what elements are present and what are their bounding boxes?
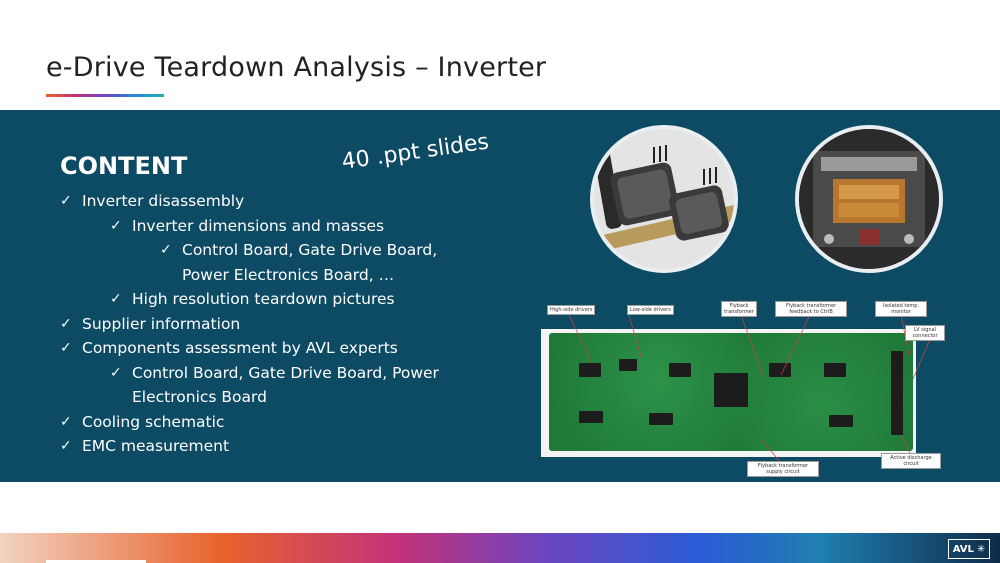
content-bullet-item: Electronics Board	[60, 385, 439, 410]
content-bullet-item: Power Electronics Board, …	[60, 263, 439, 288]
connector-photo	[590, 125, 738, 273]
callout-flyback-feedback: Flyback transformer feedback to CtrlB	[775, 301, 847, 317]
bullet-text: Control Board, Gate Drive Board,	[182, 241, 438, 259]
callout-flyback-supply: Flyback transformer supply circuit	[747, 461, 819, 477]
callout-isolated-temp-monitor: Isolated temp. monitor	[875, 301, 927, 317]
checkmark-icon: ✓	[160, 242, 172, 258]
driver-chip	[769, 363, 791, 377]
bullet-text: Components assessment by AVL experts	[82, 339, 398, 357]
driver-chip	[824, 363, 846, 377]
callout-flyback-transformer: Flyback transformer	[721, 301, 757, 317]
callout-lv-signal-connector: LV signal connector	[905, 325, 945, 341]
logo-text: AVL	[952, 543, 974, 555]
gate-drive-board-photo	[549, 333, 913, 451]
lv-connector	[891, 351, 903, 435]
content-bullet-item: ✓ High resolution teardown pictures	[60, 287, 439, 312]
avl-logo: AVL ✳	[948, 539, 990, 559]
checkmark-icon: ✓	[110, 217, 122, 234]
footer-accent-line	[46, 560, 146, 563]
callout-active-discharge: Active discharge circuit	[881, 453, 941, 469]
content-bullet-item: ✓ EMC measurement	[60, 434, 439, 459]
checkmark-icon: ✓	[110, 291, 122, 307]
driver-chip	[829, 415, 853, 427]
checkmark-icon: ✓	[60, 193, 72, 209]
flyback-transformer-chip	[714, 373, 748, 407]
inverter-housing-photo	[795, 125, 943, 273]
title-accent-bar	[46, 94, 164, 97]
bullet-text: EMC measurement	[82, 437, 230, 455]
gate-drive-board-figure: High-side drivers Low-side drivers Flyba…	[541, 299, 945, 481]
bullet-text: Control Board, Gate Drive Board, Power	[132, 363, 439, 382]
content-bullet-item: ✓ Inverter disassembly	[60, 189, 439, 214]
driver-chip	[579, 411, 603, 423]
checkmark-icon: ✓	[110, 364, 122, 381]
checkmark-icon: ✓	[60, 340, 72, 356]
content-bullet-item: ✓ Control Board, Gate Drive Board,	[60, 238, 439, 263]
driver-chip	[649, 413, 673, 425]
slide-title: e-Drive Teardown Analysis – Inverter	[46, 52, 547, 83]
checkmark-icon: ✓	[60, 315, 72, 332]
checkmark-icon: ✓	[60, 413, 72, 430]
connector-illustration	[594, 129, 734, 269]
content-bullet-item: ✓ Components assessment by AVL experts	[60, 336, 439, 361]
bullet-text: Inverter disassembly	[82, 192, 245, 210]
content-heading: CONTENT	[60, 152, 188, 180]
bullet-text: Cooling schematic	[82, 412, 225, 431]
bullet-text: Electronics Board	[132, 388, 267, 406]
callout-high-side-drivers: High-side drivers	[547, 305, 596, 315]
driver-chip	[619, 359, 637, 371]
content-bullet-item: ✓ Inverter dimensions and masses	[60, 214, 439, 239]
inverter-housing-illustration	[799, 129, 939, 269]
bullet-text: Power Electronics Board, …	[182, 265, 395, 284]
callout-low-side-drivers: Low-side drivers	[627, 305, 674, 315]
checkmark-icon: ✓	[60, 438, 72, 454]
bullet-text: Inverter dimensions and masses	[132, 216, 385, 235]
content-bullet-item: ✓ Cooling schematic	[60, 410, 439, 435]
bullet-text: Supplier information	[82, 314, 241, 333]
footer-gradient-band	[0, 533, 1000, 563]
content-bullet-list: ✓ Inverter disassembly ✓ Inverter dimension…	[60, 189, 439, 459]
driver-chip	[669, 363, 691, 377]
content-bullet-item: ✓ Supplier information	[60, 312, 439, 337]
bullet-text: High resolution teardown pictures	[132, 290, 395, 308]
content-bullet-item: ✓ Control Board, Gate Drive Board, Power	[60, 361, 439, 386]
asterisk-icon: ✳	[976, 543, 986, 555]
driver-chip	[579, 363, 601, 377]
